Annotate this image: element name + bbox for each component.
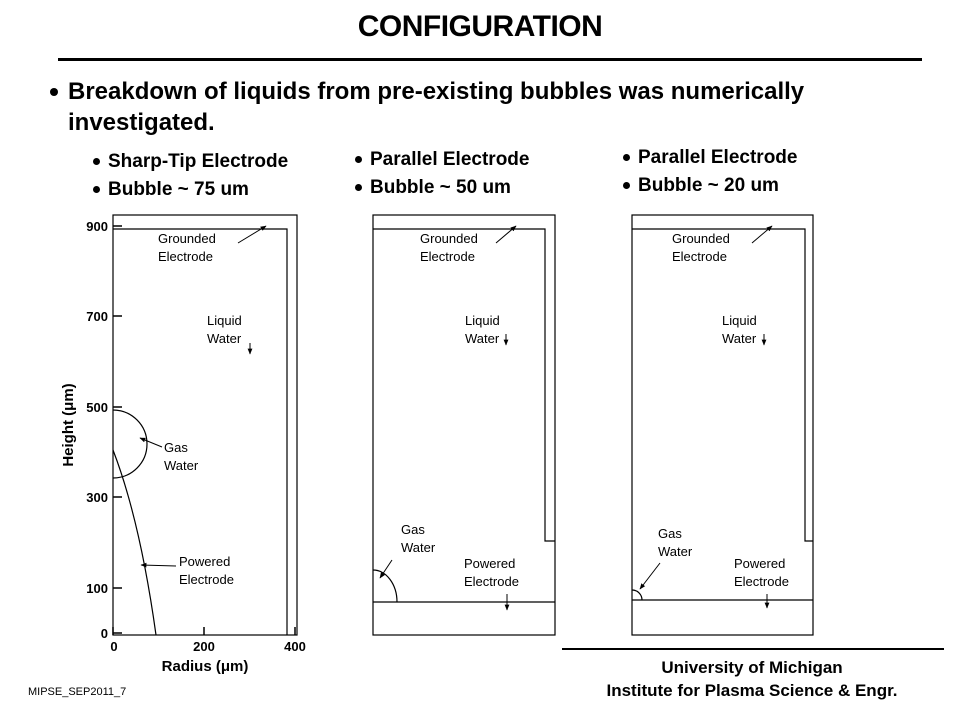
panel-1-gas-label-line-2: Water <box>164 458 199 473</box>
panel-1-gas-bubble <box>112 409 148 479</box>
x-tick-label: 200 <box>193 639 215 654</box>
panel-1-y-ticks <box>113 225 122 634</box>
panel-2-frame <box>372 214 556 636</box>
bullet-dot-icon <box>93 186 100 193</box>
panel-2-gas-label-line-1: Gas <box>401 522 425 537</box>
panel-2-caption: Parallel Electrode Bubble ~ 50 um <box>354 146 529 202</box>
footer-line-2: Institute for Plasma Science & Engr. <box>606 681 898 700</box>
y-tick-label: 300 <box>86 490 108 505</box>
panel-1-caption-line-2: Bubble ~ 75 um <box>108 179 249 200</box>
panel-1-caption: Sharp-Tip Electrode Bubble ~ 75 um <box>92 148 288 204</box>
panel-3-grounded-label-line-2: Electrode <box>672 249 727 264</box>
panel-1-gas-label-line-1: Gas <box>164 440 188 455</box>
panel-2-grounded-arrow <box>495 225 517 244</box>
panel-2-grounded-electrode <box>373 228 555 542</box>
panel-2-gas-arrow <box>379 559 393 579</box>
panel-1-diagram: Grounded Electrode Liquid Water Gas Wate… <box>60 214 306 675</box>
panel-2-grounded-label-line-1: Grounded <box>420 231 478 246</box>
panel-3-caption-line-2: Bubble ~ 20 um <box>638 175 779 196</box>
slide-title: CONFIGURATION <box>357 10 603 43</box>
x-axis-label: Radius (μm) <box>162 658 249 675</box>
panel-2-liquid-label-line-1: Liquid <box>465 313 500 328</box>
y-tick-label: 100 <box>86 581 108 596</box>
panel-1-powered-label-line-2: Electrode <box>179 572 234 587</box>
panel-1-sharp-tip-electrode <box>112 449 157 636</box>
bullet-dot-icon <box>93 158 100 165</box>
panel-3-powered-label-line-2: Electrode <box>734 574 789 589</box>
y-tick-label: 0 <box>101 626 108 641</box>
panel-2-gas-label-line-2: Water <box>401 540 436 555</box>
panel-3-diagram: Grounded Electrode Liquid Water Gas Wate… <box>631 214 814 636</box>
y-axis-label: Height (μm) <box>60 383 77 466</box>
panel-1-liquid-label-line-1: Liquid <box>207 313 242 328</box>
panel-2-caption-line-2: Bubble ~ 50 um <box>370 177 511 198</box>
bullet-dot-icon <box>50 88 58 96</box>
panel-2-gas-bubble <box>372 569 398 603</box>
panel-1-powered-arrow <box>140 562 177 568</box>
title-underline <box>58 58 922 61</box>
y-tick-label: 700 <box>86 309 108 324</box>
slide-id: MIPSE_SEP2011_7 <box>28 686 127 698</box>
panel-2-powered-label-line-2: Electrode <box>464 574 519 589</box>
footer-line-1: University of Michigan <box>661 658 843 677</box>
panel-3-liquid-label-line-2: Water <box>722 331 757 346</box>
bullet-dot-icon <box>623 182 630 189</box>
panel-3-caption: Parallel Electrode Bubble ~ 20 um <box>622 144 797 200</box>
footer-rule <box>562 648 944 650</box>
panel-2-grounded-label-line-2: Electrode <box>420 249 475 264</box>
panel-3-frame <box>631 214 814 636</box>
panel-2-liquid-label-line-2: Water <box>465 331 500 346</box>
panel-3-caption-line-1: Parallel Electrode <box>638 147 798 168</box>
panel-3-grounded-arrow <box>751 225 773 244</box>
panel-3-liquid-label-line-1: Liquid <box>722 313 757 328</box>
panel-1-liquid-label-line-2: Water <box>207 331 242 346</box>
panel-1-grounded-label-line-1: Grounded <box>158 231 216 246</box>
panel-1-frame <box>112 214 298 636</box>
panel-1-x-ticks <box>112 627 296 635</box>
panel-3-gas-arrow <box>639 562 661 590</box>
main-bullet-text: Breakdown of liquids from pre-existing b… <box>68 78 805 136</box>
panel-2-diagram: Grounded Electrode Liquid Water Gas Wate… <box>372 214 556 636</box>
panel-1-grounded-electrode <box>113 228 288 635</box>
y-tick-label: 900 <box>86 219 108 234</box>
panel-3-powered-label-line-1: Powered <box>734 556 785 571</box>
panel-3-gas-bubble <box>631 589 643 601</box>
bullet-dot-icon <box>355 156 362 163</box>
panel-1-powered-label-line-1: Powered <box>179 554 230 569</box>
panel-3-grounded-label-line-1: Grounded <box>672 231 730 246</box>
x-tick-label: 400 <box>284 639 306 654</box>
bullet-dot-icon <box>355 184 362 191</box>
panel-3-grounded-electrode <box>632 228 813 542</box>
panel-1-gas-arrow <box>139 437 163 448</box>
panel-3-gas-label-line-1: Gas <box>658 526 682 541</box>
panel-1-caption-line-1: Sharp-Tip Electrode <box>108 151 289 172</box>
footer-institution: University of Michigan Institute for Pla… <box>562 656 942 702</box>
panel-1-grounded-arrow <box>237 225 267 244</box>
y-tick-label: 500 <box>86 400 108 415</box>
panel-3-gas-label-line-2: Water <box>658 544 693 559</box>
panel-1-grounded-label-line-2: Electrode <box>158 249 213 264</box>
panel-2-caption-line-1: Parallel Electrode <box>370 149 530 170</box>
x-tick-label: 0 <box>110 639 117 654</box>
bullet-dot-icon <box>623 154 630 161</box>
panel-2-powered-label-line-1: Powered <box>464 556 515 571</box>
